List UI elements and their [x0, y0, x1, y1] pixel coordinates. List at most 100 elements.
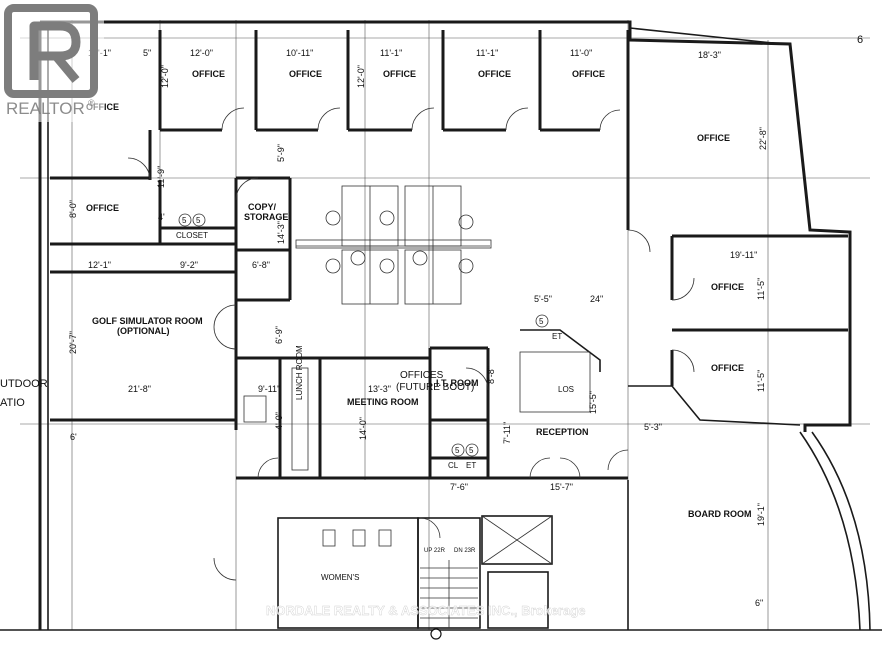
dim-label: 15'-7"	[550, 482, 573, 492]
dim-label: 6'	[70, 432, 77, 442]
marker-label: 5	[196, 216, 201, 225]
dimension-labels: 12'-1" 5" 12'-0" 10'-11" 11'-1" 11'-1" 1…	[68, 48, 768, 608]
left-offices-walls	[50, 130, 236, 246]
dim-label: 11'-0"	[570, 48, 592, 58]
room-label-los: LOS	[558, 385, 574, 394]
dim-label: 7'-11"	[502, 422, 512, 444]
dim-label: 19'-11"	[730, 250, 757, 260]
dim-label: 11'-5"	[756, 370, 766, 392]
dim-label: 9'-2"	[180, 260, 198, 270]
door-tag-icon	[535, 314, 549, 328]
room-label-meeting: MEETING ROOM	[347, 397, 419, 407]
room-label-office-8: OFFICE	[86, 203, 119, 213]
overlay-notes: OFFICES (FUTURE BOOT)	[396, 370, 474, 393]
workstations	[295, 185, 492, 305]
dim-label: 7'-6"	[450, 482, 468, 492]
room-label-patio: ATIO	[0, 397, 25, 409]
dim-label: 10'-11"	[286, 48, 313, 58]
room-label-copy: COPY/	[248, 202, 277, 212]
room-label-reception: RECEPTION	[536, 427, 589, 437]
grid-bubble-icon	[430, 628, 442, 640]
room-label-it: I.T. ROOM	[436, 378, 479, 388]
dim-label: 24"	[590, 294, 603, 304]
room-label-lunch: LUNCH ROOM	[295, 345, 304, 400]
room-label-et-2: ET	[552, 332, 562, 341]
marker-label: 5	[182, 216, 187, 225]
dim-label: 14'-0"	[358, 417, 368, 440]
room-label-womens: WOMEN'S	[321, 573, 359, 582]
overlay-offices: OFFICES	[400, 370, 444, 381]
marker-label: 5	[455, 446, 460, 455]
room-label-outdoor: UTDOOR	[0, 378, 48, 390]
dim-label: 20'-7"	[68, 331, 78, 354]
dim-label: 4'-0"	[274, 412, 284, 430]
room-label-cl: CL	[448, 461, 459, 470]
right-offices-walls	[627, 229, 848, 426]
room-label-storage: STORAGE	[244, 212, 288, 222]
dim-label: 5"	[143, 48, 151, 58]
room-label-office-5: OFFICE	[478, 69, 511, 79]
stair-treads	[420, 567, 478, 619]
grid-marker-six: 6	[857, 34, 863, 46]
door-tag-icon	[192, 213, 206, 227]
room-label-office-6: OFFICE	[572, 69, 605, 79]
room-label-office-4: OFFICE	[383, 69, 416, 79]
dim-label: 9'-11"	[258, 384, 280, 394]
dim-label: 14'-3"	[276, 221, 286, 244]
room-label-office-2: OFFICE	[192, 69, 225, 79]
dim-label: 5'-9"	[276, 144, 286, 162]
dim-label: 8'-0"	[68, 200, 78, 218]
door-tag-icon	[178, 213, 192, 227]
exterior-walls	[38, 20, 871, 631]
reception-walls	[519, 329, 629, 479]
dim-label: 13'-3"	[368, 384, 391, 394]
marker-label: 5	[539, 317, 544, 326]
dim-label: 5'-3"	[644, 422, 662, 432]
meeting-lunch-walls	[236, 346, 628, 480]
core-walls	[213, 515, 553, 629]
dim-label: 12'-0"	[356, 65, 366, 88]
room-labels: OFFICE OFFICE OFFICE OFFICE OFFICE OFFIC…	[0, 69, 752, 582]
stair-down-label: DN 23R	[454, 548, 476, 554]
dim-label: 12'-1"	[88, 260, 111, 270]
markers: 5 5 5 5 5 6 UP 22R DN 23R	[178, 34, 863, 554]
dim-label: 8'-8"	[486, 366, 496, 384]
dim-label: 11'-9"	[156, 166, 166, 188]
dim-label: 15'-5"	[588, 391, 598, 414]
room-label-golf: GOLF SIMULATOR ROOM	[92, 316, 203, 326]
room-label-board-room: BOARD ROOM	[688, 509, 752, 519]
logo-backdrop	[0, 0, 104, 122]
dim-label: 21'-8"	[128, 384, 151, 394]
dim-label: 11'-5"	[756, 278, 766, 300]
room-label-office-9: OFFICE	[711, 282, 744, 292]
dim-label: 19'-1"	[756, 503, 766, 526]
dim-label: 22'-8"	[758, 127, 768, 150]
realtor-wordmark: REALTOR	[6, 99, 85, 118]
room-label-office-10: OFFICE	[711, 363, 744, 373]
realtor-r-glyph	[29, 21, 81, 83]
marker-label: 5	[469, 446, 474, 455]
room-label-golf-optional: (OPTIONAL)	[117, 326, 170, 336]
brokerage-watermark: NORDALE REALTY & ASSOCIATES INC., Broker…	[266, 603, 586, 618]
stair-up-label: UP 22R	[424, 548, 446, 554]
realtor-registered: ®	[88, 98, 95, 108]
room-label-office-7: OFFICE	[697, 133, 730, 143]
dim-label: 5'-5"	[534, 294, 552, 304]
dim-label: 4'	[158, 212, 165, 222]
dim-label: 11'-1"	[476, 48, 498, 58]
door-tag-icon	[451, 443, 465, 457]
dim-label: 12'-0"	[160, 65, 170, 88]
dim-label: 6'-8"	[252, 260, 270, 270]
dim-label: 6'-9"	[274, 326, 284, 344]
golf-room-walls	[50, 270, 238, 430]
room-label-et: ET	[466, 461, 476, 470]
dim-label: 11'-1"	[380, 48, 402, 58]
dim-label: 18'-3"	[698, 50, 721, 60]
dim-label: 6"	[755, 598, 763, 608]
room-label-closet: CLOSET	[176, 231, 208, 240]
door-tag-icon	[465, 443, 479, 457]
top-offices-walls	[158, 30, 630, 230]
realtor-logo: REALTOR ®	[0, 0, 104, 122]
copy-storage-walls	[234, 176, 292, 302]
